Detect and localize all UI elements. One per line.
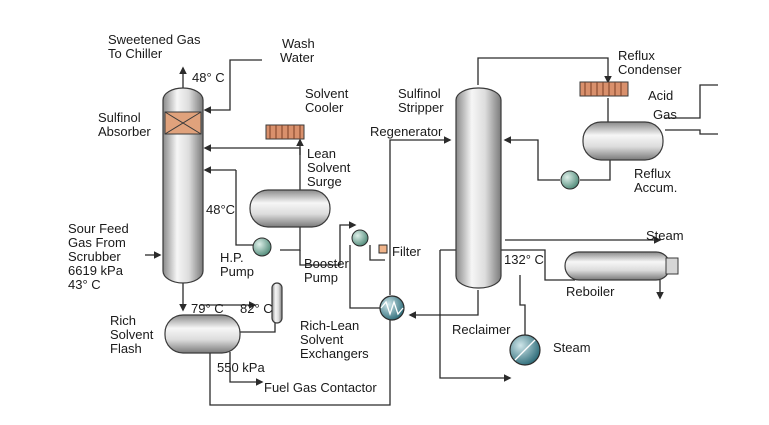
pipe-accum-pump xyxy=(580,160,611,181)
sulfinol-stripper xyxy=(455,87,502,289)
pipe-reflux-return xyxy=(503,136,560,181)
label-steam-bottom: Steam xyxy=(553,340,591,355)
pipe-reboiler-return xyxy=(505,249,575,281)
label-rich-lean-3: Exchangers xyxy=(300,346,369,361)
pipe-booster-filter xyxy=(299,221,357,266)
lean-solvent-surge xyxy=(249,189,331,228)
label-reflux-condenser-2: Condenser xyxy=(618,62,682,77)
label-sweetened-gas-1: Sweetened Gas xyxy=(108,32,201,47)
reflux-pump xyxy=(560,170,580,190)
label-fuel-gas: Fuel Gas Contactor xyxy=(264,380,377,395)
label-sour-feed-3: Scrubber xyxy=(68,249,121,264)
label-booster-pump-1: Booster xyxy=(304,256,349,271)
label-lean-surge-2: Solvent xyxy=(307,160,351,175)
reboiler xyxy=(564,251,679,281)
label-sulfinol-absorber-1: Sulfinol xyxy=(98,110,141,125)
pipe-wash-water xyxy=(203,59,262,114)
piping xyxy=(145,57,718,406)
label-temp-79: 79° C xyxy=(191,301,224,316)
reclaimer xyxy=(509,334,541,366)
pipe-stripper-bottom xyxy=(408,290,479,319)
label-sulfinol-stripper-1: Sulfinol xyxy=(398,86,441,101)
label-sour-feed-5: 43° C xyxy=(68,277,101,292)
label-reflux-accum-2: Accum. xyxy=(634,180,677,195)
label-wash-water-1: Wash xyxy=(282,36,315,51)
reflux-accumulator xyxy=(582,121,664,161)
pipe-acid-gas xyxy=(665,84,718,119)
label-regenerator: Regenerator xyxy=(370,124,443,139)
label-sulfinol-stripper-2: Stripper xyxy=(398,100,444,115)
label-hp-pump-2: Pump xyxy=(220,264,254,279)
pipe-lean-to-absorber xyxy=(203,144,301,155)
label-temp-top-absorber: 48° C xyxy=(192,70,225,85)
solvent-cooler xyxy=(265,124,305,140)
label-temp-82: 82° C xyxy=(240,301,273,316)
label-temp-132: 132° C xyxy=(504,252,544,267)
label-reflux-condenser-1: Reflux xyxy=(618,48,655,63)
rich-lean-exchanger xyxy=(379,295,405,321)
rich-solvent-flash xyxy=(164,314,241,354)
label-sweetened-gas-2: To Chiller xyxy=(108,46,163,61)
pipe-reclaimer-loop xyxy=(439,250,512,382)
label-booster-pump-2: Pump xyxy=(304,270,338,285)
pipe-flash-bottom xyxy=(209,320,391,406)
label-reclaimer: Reclaimer xyxy=(452,322,511,337)
filter-pump xyxy=(351,229,369,247)
label-acid-gas-2: Gas xyxy=(653,107,677,122)
pipe-regenerator xyxy=(389,136,452,295)
label-lean-surge-1: Lean xyxy=(307,146,336,161)
sulfinol-absorber xyxy=(162,87,204,284)
pipe-hp-pump-line xyxy=(235,170,258,246)
label-hp-pump-1: H.P. xyxy=(220,250,244,265)
label-sulfinol-absorber-2: Absorber xyxy=(98,124,151,139)
label-sour-feed-4: 6619 kPa xyxy=(68,263,124,278)
label-lean-surge-3: Surge xyxy=(307,174,342,189)
pipe-surge-bottom xyxy=(280,227,301,251)
label-acid-gas-1: Acid xyxy=(648,88,673,103)
label-rich-flash-3: Flash xyxy=(110,341,142,356)
labels: Sweetened Gas To Chiller Wash Water 48° … xyxy=(68,32,684,395)
hp-pump xyxy=(252,237,272,257)
label-sour-feed-2: Gas From xyxy=(68,235,126,250)
label-wash-water-2: Water xyxy=(280,50,315,65)
pipe-stripper-top xyxy=(477,57,612,85)
label-temp-mid: 48°C xyxy=(206,202,235,217)
label-rich-lean-1: Rich-Lean xyxy=(300,318,359,333)
booster-pump-unit xyxy=(271,282,283,324)
reflux-condenser xyxy=(579,81,629,97)
label-filter: Filter xyxy=(392,244,422,259)
pipe-exchanger-lean xyxy=(349,245,380,309)
label-rich-flash-2: Solvent xyxy=(110,327,154,342)
label-reflux-accum-1: Reflux xyxy=(634,166,671,181)
label-solvent-cooler-1: Solvent xyxy=(305,86,349,101)
label-reboiler: Reboiler xyxy=(566,284,615,299)
label-rich-lean-2: Solvent xyxy=(300,332,344,347)
label-steam-top: Steam xyxy=(646,228,684,243)
pipe-acid-gas-2 xyxy=(665,129,718,135)
pipe-filter-exchanger xyxy=(369,245,385,261)
label-pressure-550: 550 kPa xyxy=(217,360,265,375)
pipe-reclaimer xyxy=(519,275,526,335)
label-solvent-cooler-2: Cooler xyxy=(305,100,344,115)
label-rich-flash-1: Rich xyxy=(110,313,136,328)
label-sour-feed-1: Sour Feed xyxy=(68,221,129,236)
pipe-fuel-gas xyxy=(229,352,264,386)
filter-box xyxy=(378,244,388,254)
